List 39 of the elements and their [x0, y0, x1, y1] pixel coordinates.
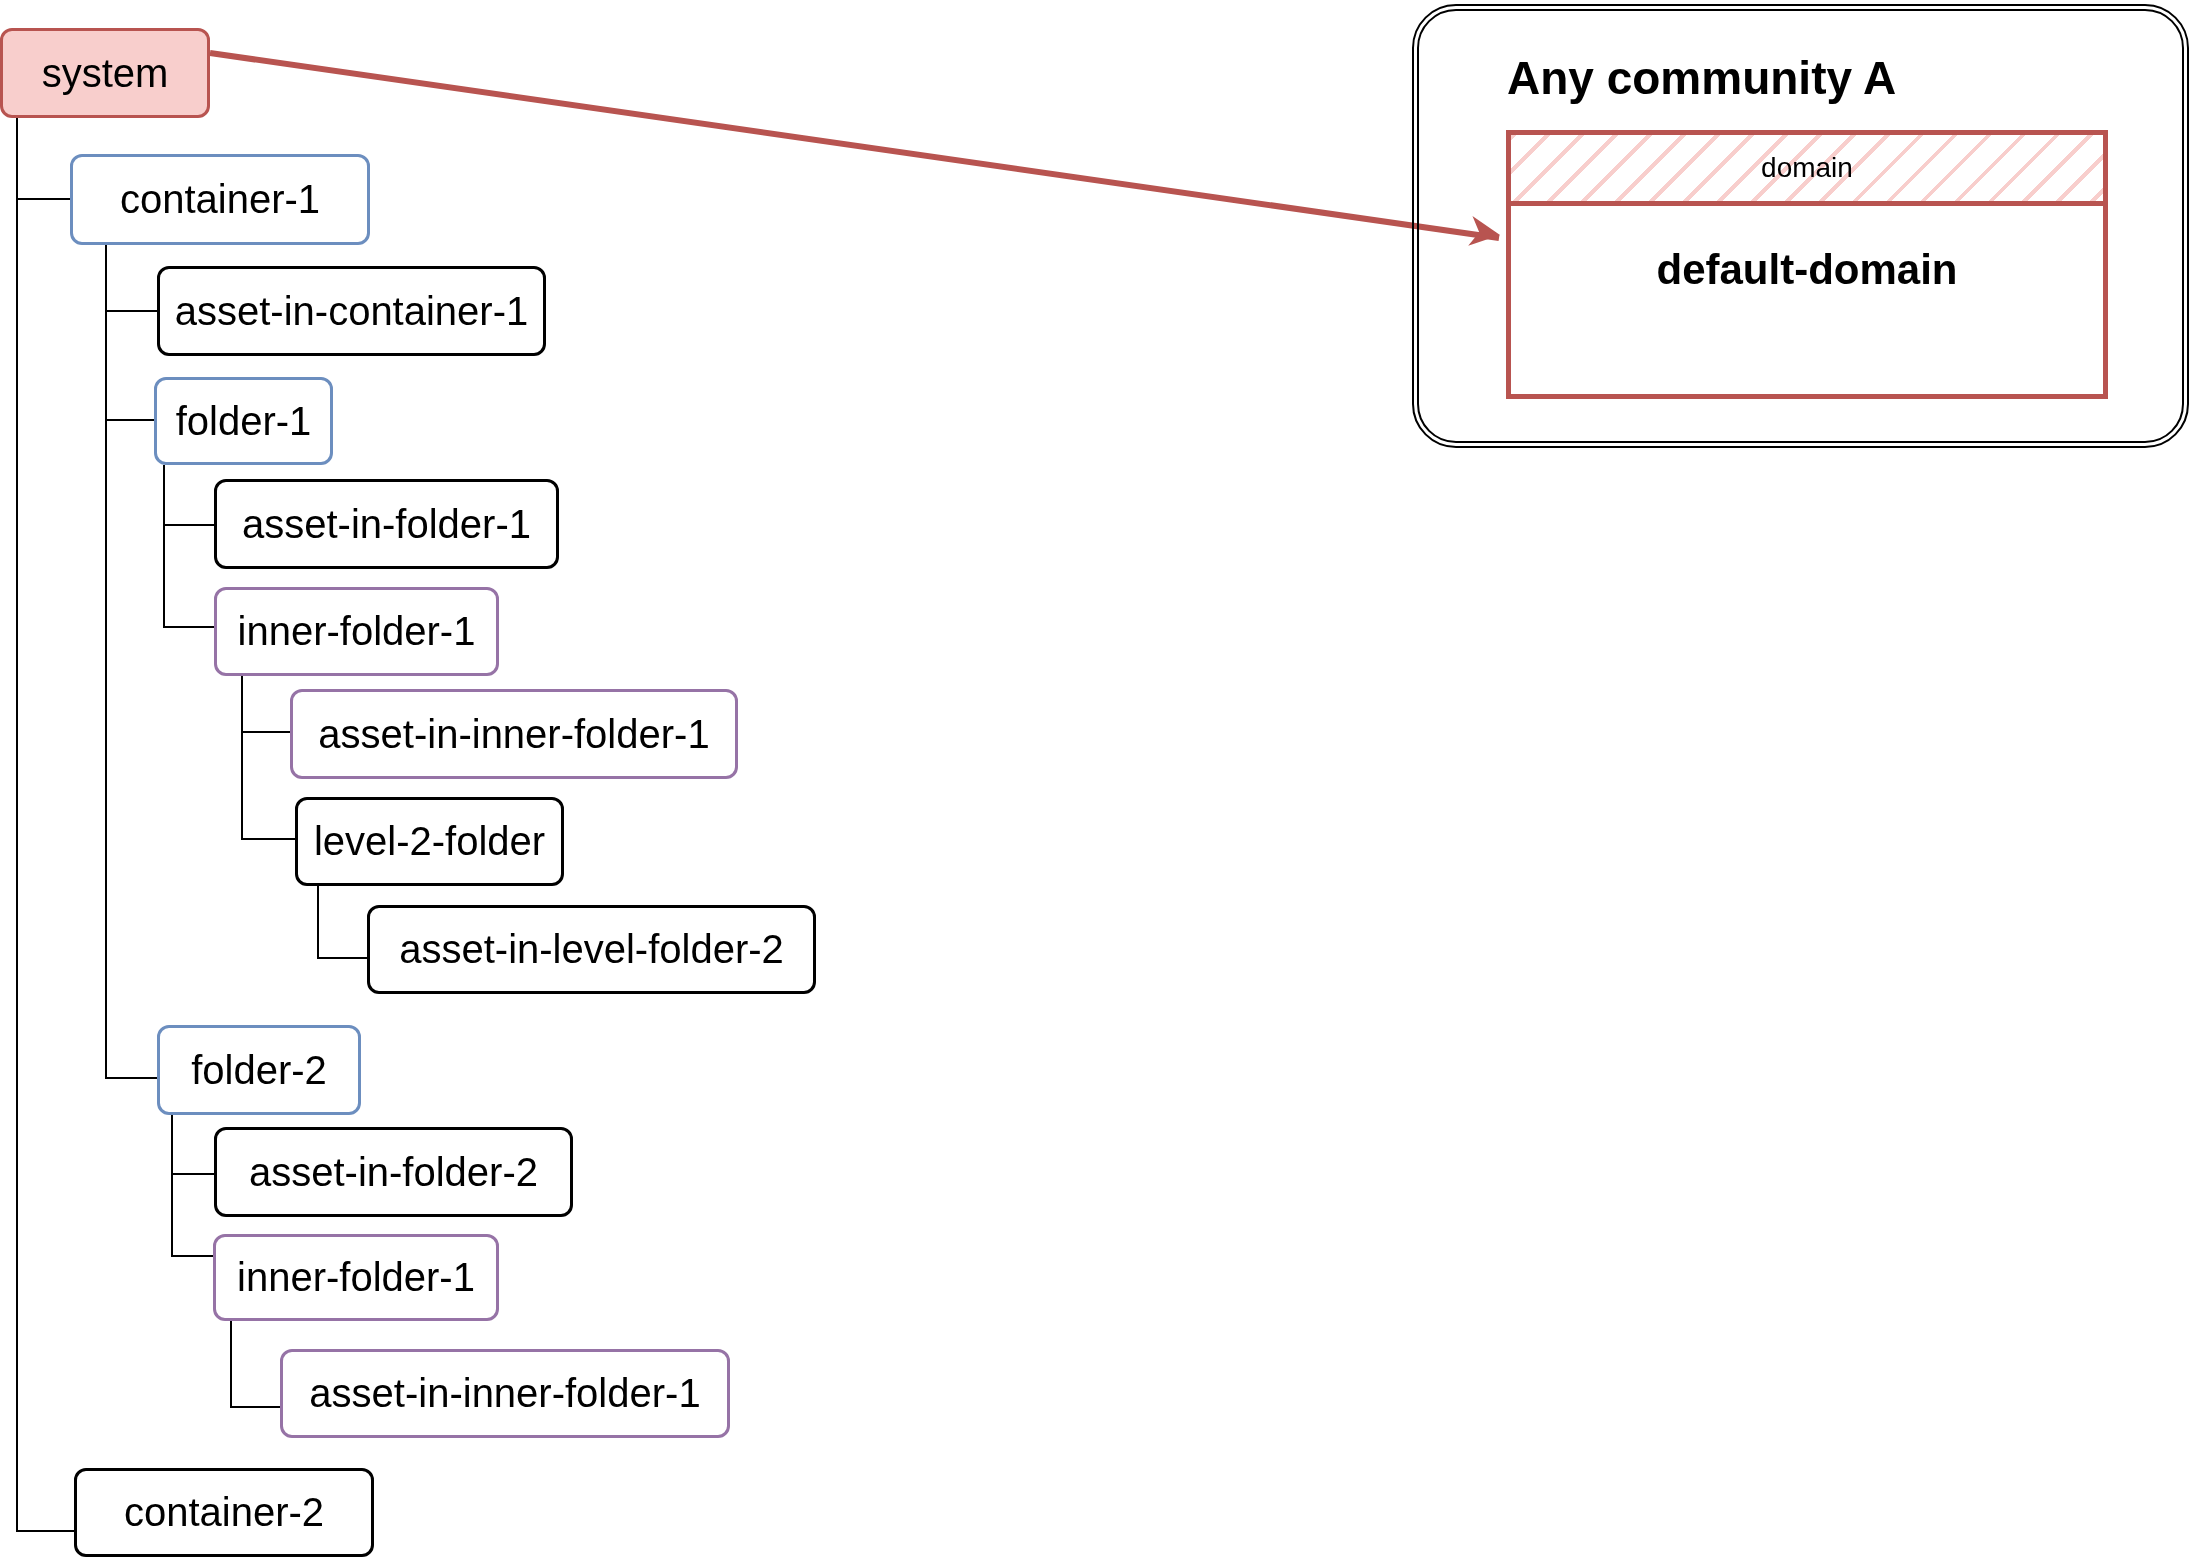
- tree-connector: [163, 464, 215, 628]
- tree-node-box: [367, 905, 816, 994]
- tree-node-box: [154, 377, 333, 465]
- tree-node-box: [213, 1234, 499, 1321]
- node-label: container-1: [119, 177, 321, 222]
- tree-node-box: [214, 479, 559, 569]
- tree-node-box: [70, 154, 370, 245]
- node-label: inner-folder-1: [237, 609, 476, 654]
- node-label: asset-in-folder-2: [249, 1149, 538, 1195]
- node-label: folder-2: [191, 1047, 327, 1093]
- tree-connector: [230, 1320, 281, 1408]
- tree-connector: [171, 1114, 214, 1257]
- node-label: container-2: [123, 1490, 325, 1535]
- node-label: level-2-folder: [313, 819, 546, 864]
- node-label: folder-1: [175, 398, 312, 444]
- domain-name: default-domain: [1656, 246, 1958, 294]
- tree-node-box: [295, 797, 564, 886]
- node-label: asset-in-level-folder-2: [399, 927, 784, 972]
- domain-header: domain: [1511, 135, 2103, 206]
- node-label: asset-in-folder-1: [242, 501, 531, 547]
- tree-node-box: [214, 587, 499, 676]
- tree-node-box: [214, 1127, 573, 1217]
- node-label: asset-in-container-1: [174, 288, 529, 334]
- tree-connector: [317, 885, 368, 959]
- tree-node-box: [157, 266, 546, 356]
- node-label: asset-in-inner-folder-1: [318, 711, 710, 757]
- node-label: inner-folder-1: [237, 1255, 475, 1300]
- node-label: system: [41, 50, 169, 96]
- tree-node-box: [290, 689, 738, 779]
- node-label: asset-in-inner-folder-1: [309, 1371, 701, 1416]
- tree-node-box: [280, 1349, 730, 1438]
- domain-box: [1506, 130, 2108, 399]
- tree-node-box: [0, 28, 210, 118]
- community-frame: [1412, 4, 2189, 448]
- community-title: Any community A: [1507, 51, 1897, 105]
- arrow: [209, 50, 1500, 246]
- tree-node-box: [74, 1468, 374, 1557]
- tree-connector: [241, 675, 296, 840]
- tree-node-box: [157, 1025, 361, 1115]
